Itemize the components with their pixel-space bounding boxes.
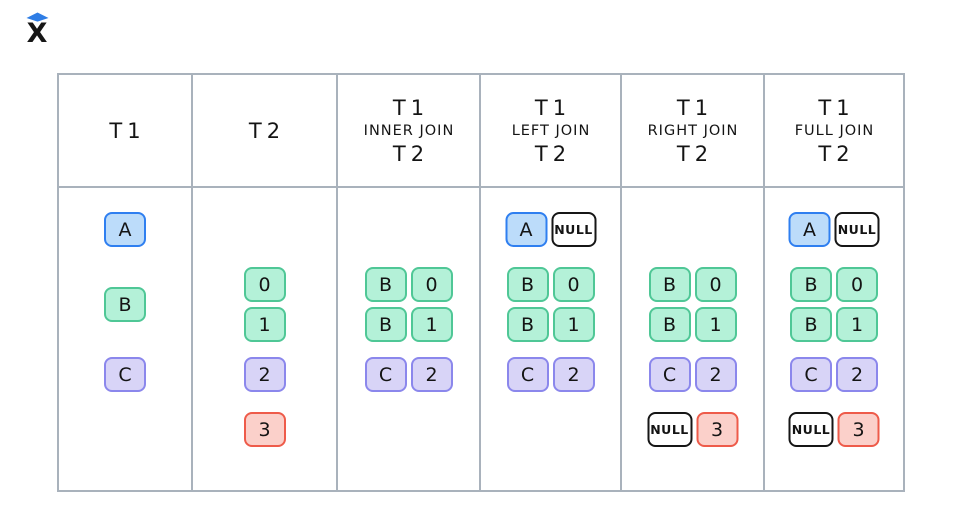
cell-b: B — [506, 307, 549, 342]
cell-0: 0 — [836, 267, 878, 302]
cell-null: NULL — [788, 412, 834, 447]
cell-1: 1 — [410, 307, 453, 342]
tuple-row: A — [104, 212, 146, 247]
cell-3: 3 — [696, 412, 738, 447]
cell-b: B — [506, 267, 549, 302]
tuple-row: 3 — [243, 412, 286, 447]
header-line: FULL JOIN — [794, 122, 875, 139]
header-line: LEFT JOIN — [511, 122, 591, 139]
header-line: T2 — [818, 141, 855, 166]
cell-0: 0 — [243, 267, 286, 302]
cell-b: B — [364, 267, 407, 302]
header-line: T1 — [109, 118, 146, 143]
cell-b: B — [648, 307, 691, 342]
column-body-t2: 0 1 2 3 — [193, 188, 336, 490]
column-header-t1: T1 — [59, 75, 191, 188]
cell-null: NULL — [647, 412, 692, 447]
cell-c: C — [648, 357, 691, 392]
cell-a: A — [788, 212, 831, 247]
header-line: T2 — [248, 118, 286, 143]
header-line: T2 — [392, 141, 430, 166]
cell-b: B — [790, 267, 832, 302]
logo-diamond-icon — [26, 12, 48, 22]
tuple-row: 0 — [243, 267, 286, 302]
header-line: RIGHT JOIN — [647, 122, 739, 139]
cell-2: 2 — [243, 357, 286, 392]
cell-2: 2 — [552, 357, 595, 392]
logo-letter: X — [26, 18, 48, 49]
cell-b: B — [648, 267, 691, 302]
tuple-row: B — [104, 287, 146, 322]
cell-1: 1 — [243, 307, 286, 342]
cell-0: 0 — [694, 267, 737, 302]
cell-c: C — [104, 357, 146, 392]
cell-1: 1 — [836, 307, 878, 342]
cell-0: 0 — [410, 267, 453, 302]
cell-b: B — [364, 307, 407, 342]
cell-a: A — [505, 212, 547, 247]
column-header-t2: T2 — [193, 75, 336, 188]
header-line: T1 — [534, 95, 572, 120]
tuple-row: 1 — [243, 307, 286, 342]
tuple-row: C — [104, 357, 146, 392]
header-line: INNER JOIN — [363, 122, 455, 139]
cell-0: 0 — [552, 267, 595, 302]
cell-3: 3 — [837, 412, 880, 447]
tuple-row: 2 — [243, 357, 286, 392]
column-t2: T2 0 1 2 3 — [193, 75, 338, 490]
cell-1: 1 — [552, 307, 595, 342]
cell-1: 1 — [694, 307, 737, 342]
cell-3: 3 — [243, 412, 286, 447]
cell-null: NULL — [551, 212, 596, 247]
cell-b: B — [790, 307, 832, 342]
header-line: T2 — [676, 141, 714, 166]
cell-2: 2 — [410, 357, 453, 392]
header-line: T1 — [392, 95, 430, 120]
cell-b: B — [104, 287, 146, 322]
cell-c: C — [790, 357, 832, 392]
cell-2: 2 — [694, 357, 737, 392]
header-line: T1 — [818, 95, 855, 120]
cell-c: C — [506, 357, 549, 392]
cell-2: 2 — [836, 357, 878, 392]
cell-a: A — [104, 212, 146, 247]
header-line: T1 — [676, 95, 714, 120]
logo: X — [24, 12, 50, 49]
cell-null: NULL — [834, 212, 880, 247]
cell-c: C — [364, 357, 407, 392]
header-line: T2 — [534, 141, 572, 166]
